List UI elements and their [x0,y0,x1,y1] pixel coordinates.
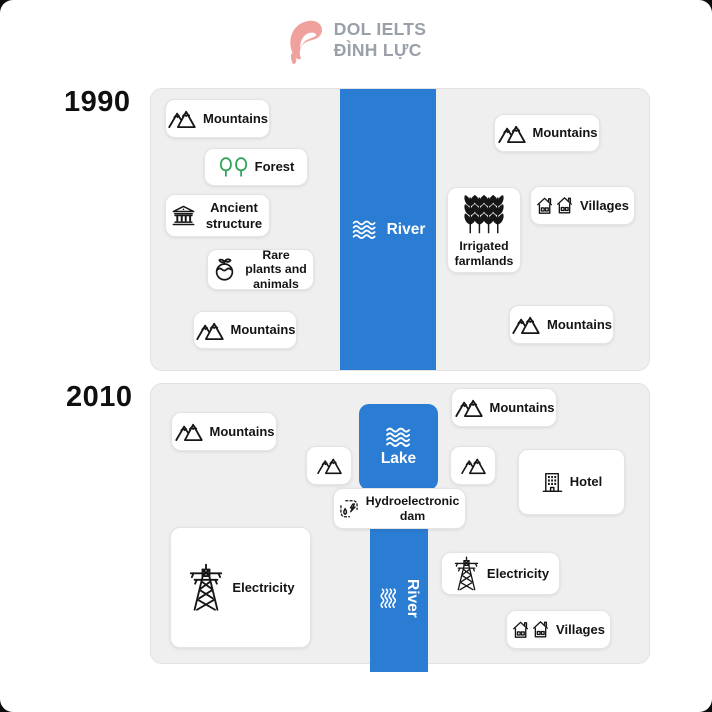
rare-fruit-icon [212,257,237,282]
card-label: Forest [254,159,295,175]
year-label-2010: 2010 [66,381,133,413]
card-label: Rare plants and animals [245,248,307,291]
forest-trees-icon [218,156,249,178]
card-label: Ancient structure [205,200,263,231]
card-forest: Forest [204,148,308,186]
mountains-icon [511,314,541,335]
wheat-icon [463,192,505,236]
mountains-icon [497,123,527,144]
card-electricity: Electricity [441,552,560,595]
waves-icon [351,219,379,240]
card-label: Villages [580,197,629,213]
card-villages: Villages [506,610,611,649]
card-mountains: Mountains [193,311,297,349]
card-hotel: Hotel [518,449,625,515]
river-label: River [404,579,421,618]
electricity-pylon-icon [186,563,226,613]
brand-name: DOL IELTS ĐÌNH LỰC [334,19,426,62]
year-label-1990: 1990 [64,86,131,118]
card-electricity: Electricity [170,527,311,648]
card-label: Electricity [232,579,295,595]
village-houses-icon [536,195,574,217]
mountains-icon [174,421,204,442]
card-label: Villages [556,621,605,637]
mountains-icon [316,456,343,475]
card-irrigated-farmlands: Irrigated farmlands [447,187,521,273]
card-mountains: Mountains [451,388,557,427]
card-label: Mountains [203,110,268,126]
mountains-icon [195,320,225,341]
card-label: Mountains [209,423,275,439]
card-label: Mountains [230,322,296,338]
mountains-icon [454,397,484,418]
card-mountains: Mountains [171,412,277,451]
card-label: Mountains [547,316,612,332]
card-hydroelectronic-dam: Hydroelectronic dam [333,488,466,529]
ancient-temple-icon [170,204,197,227]
card-mountains: Mountains [509,305,614,344]
card-mountains: Mountains [165,99,270,138]
card-villages: Villages [530,186,635,225]
river-band-1990: River [340,89,436,370]
brand-line-1: DOL IELTS [333,18,427,39]
card-mountains-icon-only [450,446,496,485]
card-mountains-icon-only [306,446,352,485]
card-label: Hotel [569,474,603,490]
hydro-dam-icon [338,498,360,520]
card-label: Mountains [489,399,555,415]
map-panel-2010: Lake River Mountains Mountains Hotel Hyd… [150,383,650,672]
waves-icon [380,587,398,610]
dol-logo-icon [290,20,322,65]
card-rare-plants-animals: Rare plants and animals [207,248,314,291]
hotel-building-icon [541,471,564,494]
mountains-icon [460,456,487,475]
lake-label: Lake [380,450,417,467]
brand-line-2: ĐÌNH LỰC [333,40,422,60]
card-label: Electricity [486,565,550,581]
card-label: Mountains [532,125,598,141]
card-label: Hydroelectronic dam [365,494,460,523]
river-band-2010: River [370,525,428,672]
card-label: Irrigated farmlands [454,239,514,268]
river-label: River [386,220,426,238]
lake-shape: Lake [359,404,438,490]
waves-icon [384,426,414,448]
electricity-pylon-icon [452,556,481,592]
village-houses-icon [512,619,550,641]
mountains-icon [167,108,197,129]
brand-logo: DOL IELTS ĐÌNH LỰC [0,14,712,66]
card-ancient-structure: Ancient structure [165,194,270,237]
card-mountains: Mountains [494,114,600,152]
map-panel-1990: River Mountains Forest Ancient structure… [150,88,650,371]
